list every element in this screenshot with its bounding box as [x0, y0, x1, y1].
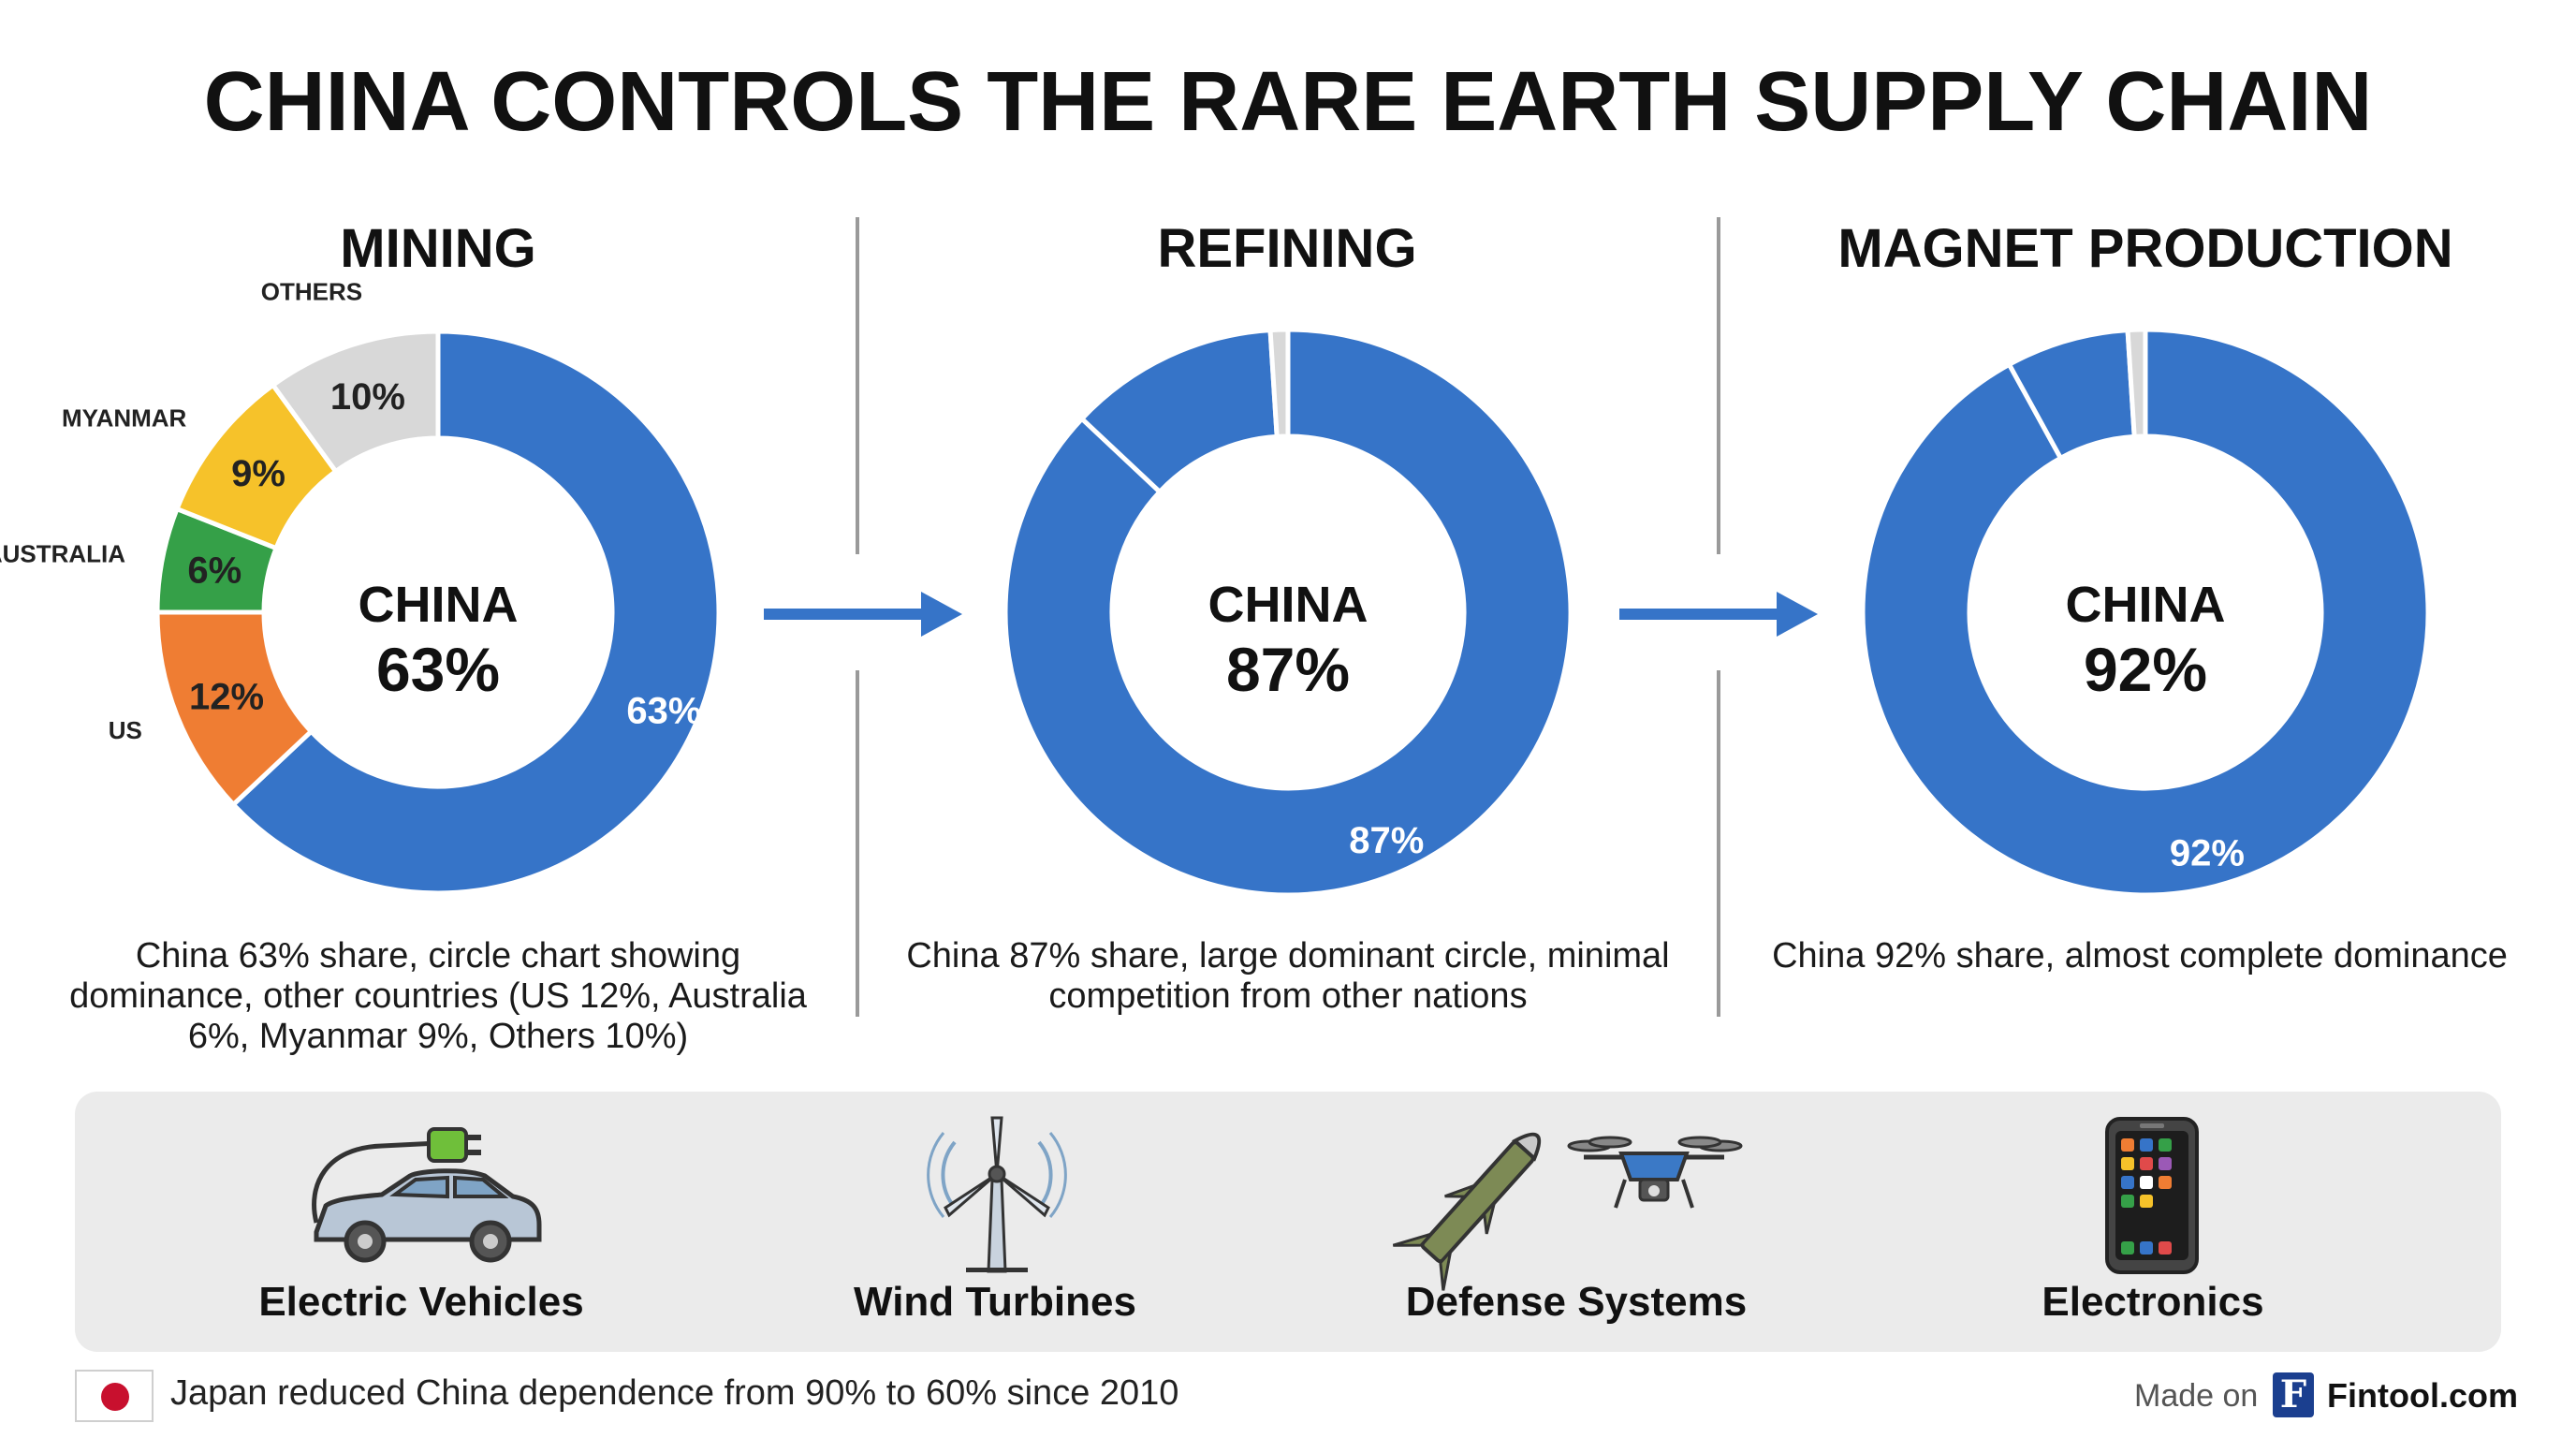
page-title: CHINA CONTROLS THE RARE EARTH SUPPLY CHA… [203, 55, 2373, 149]
slice-value-label: 9% [231, 453, 285, 494]
center-value: 63% [376, 635, 500, 704]
divider-1-top [856, 217, 859, 554]
center-value: 87% [1226, 635, 1350, 704]
brand-name: Fintool.com [2327, 1376, 2518, 1415]
slice-country-label: AUSTRALIA [0, 539, 125, 567]
mining-title: MINING [340, 218, 536, 279]
donut-slice [270, 329, 441, 476]
slice-value-label: 87% [1349, 820, 1424, 861]
wind-turbine-icon [927, 1116, 1067, 1273]
slice-value-label: 63% [626, 690, 701, 731]
arrow-right-icon [1619, 592, 1818, 637]
divider-1-bottom [856, 670, 859, 1017]
magnet-production-title: MAGNET PRODUCTION [1837, 218, 2453, 279]
center-label: CHINA [2066, 577, 2226, 633]
smartphone-icon [2105, 1117, 2199, 1274]
slice-country-label: MYANMAR [62, 404, 187, 433]
sector-electronics: Electronics [2042, 1279, 2264, 1325]
slice-value-label: 10% [330, 376, 405, 418]
slice-value-label: 12% [189, 676, 264, 717]
center-label: CHINA [1208, 577, 1368, 633]
refining-caption: China 87% share, large dominant circle, … [906, 936, 1670, 1016]
sector-electric-vehicles: Electric Vehicles [258, 1279, 584, 1325]
center-value: 92% [2084, 635, 2207, 704]
mining-caption: China 63% share, circle chart showing do… [69, 936, 807, 1056]
donut-slice [1267, 327, 1291, 440]
missile-drone-icon [1392, 1132, 1743, 1291]
japan-flag-icon [75, 1370, 154, 1422]
sector-wind-turbines: Wind Turbines [854, 1279, 1136, 1325]
electric-car-icon [312, 1127, 542, 1263]
arrow-right-icon [764, 592, 962, 637]
donut-slice [1860, 327, 2431, 898]
fintool-logo-icon: F [2273, 1372, 2314, 1417]
donut-slice [229, 329, 722, 896]
flag-circle [101, 1383, 129, 1411]
mining-donut-chart: 63% 12% US 6% AUSTRALIA 9% MYANMAR 10% OTHERS CHI… [0, 278, 722, 896]
sector-defense-systems: Defense Systems [1405, 1279, 1748, 1325]
made-on-label: Made on [2134, 1378, 2259, 1414]
refining-title: REFINING [1157, 218, 1417, 279]
donut-slice [2125, 327, 2148, 440]
donut-slice [1003, 327, 1573, 898]
center-label: CHINA [359, 577, 519, 633]
footnote: Japan reduced China dependence from 90% … [170, 1373, 1179, 1413]
slice-value-label: 6% [187, 550, 242, 591]
slice-country-label: OTHERS [261, 278, 362, 306]
magnet-caption: China 92% share, almost complete dominan… [1772, 936, 2508, 976]
divider-2-bottom [1717, 670, 1720, 1017]
slice-value-label: 92% [2170, 833, 2245, 874]
slice-country-label: US [109, 716, 142, 744]
divider-2-top [1717, 217, 1720, 554]
